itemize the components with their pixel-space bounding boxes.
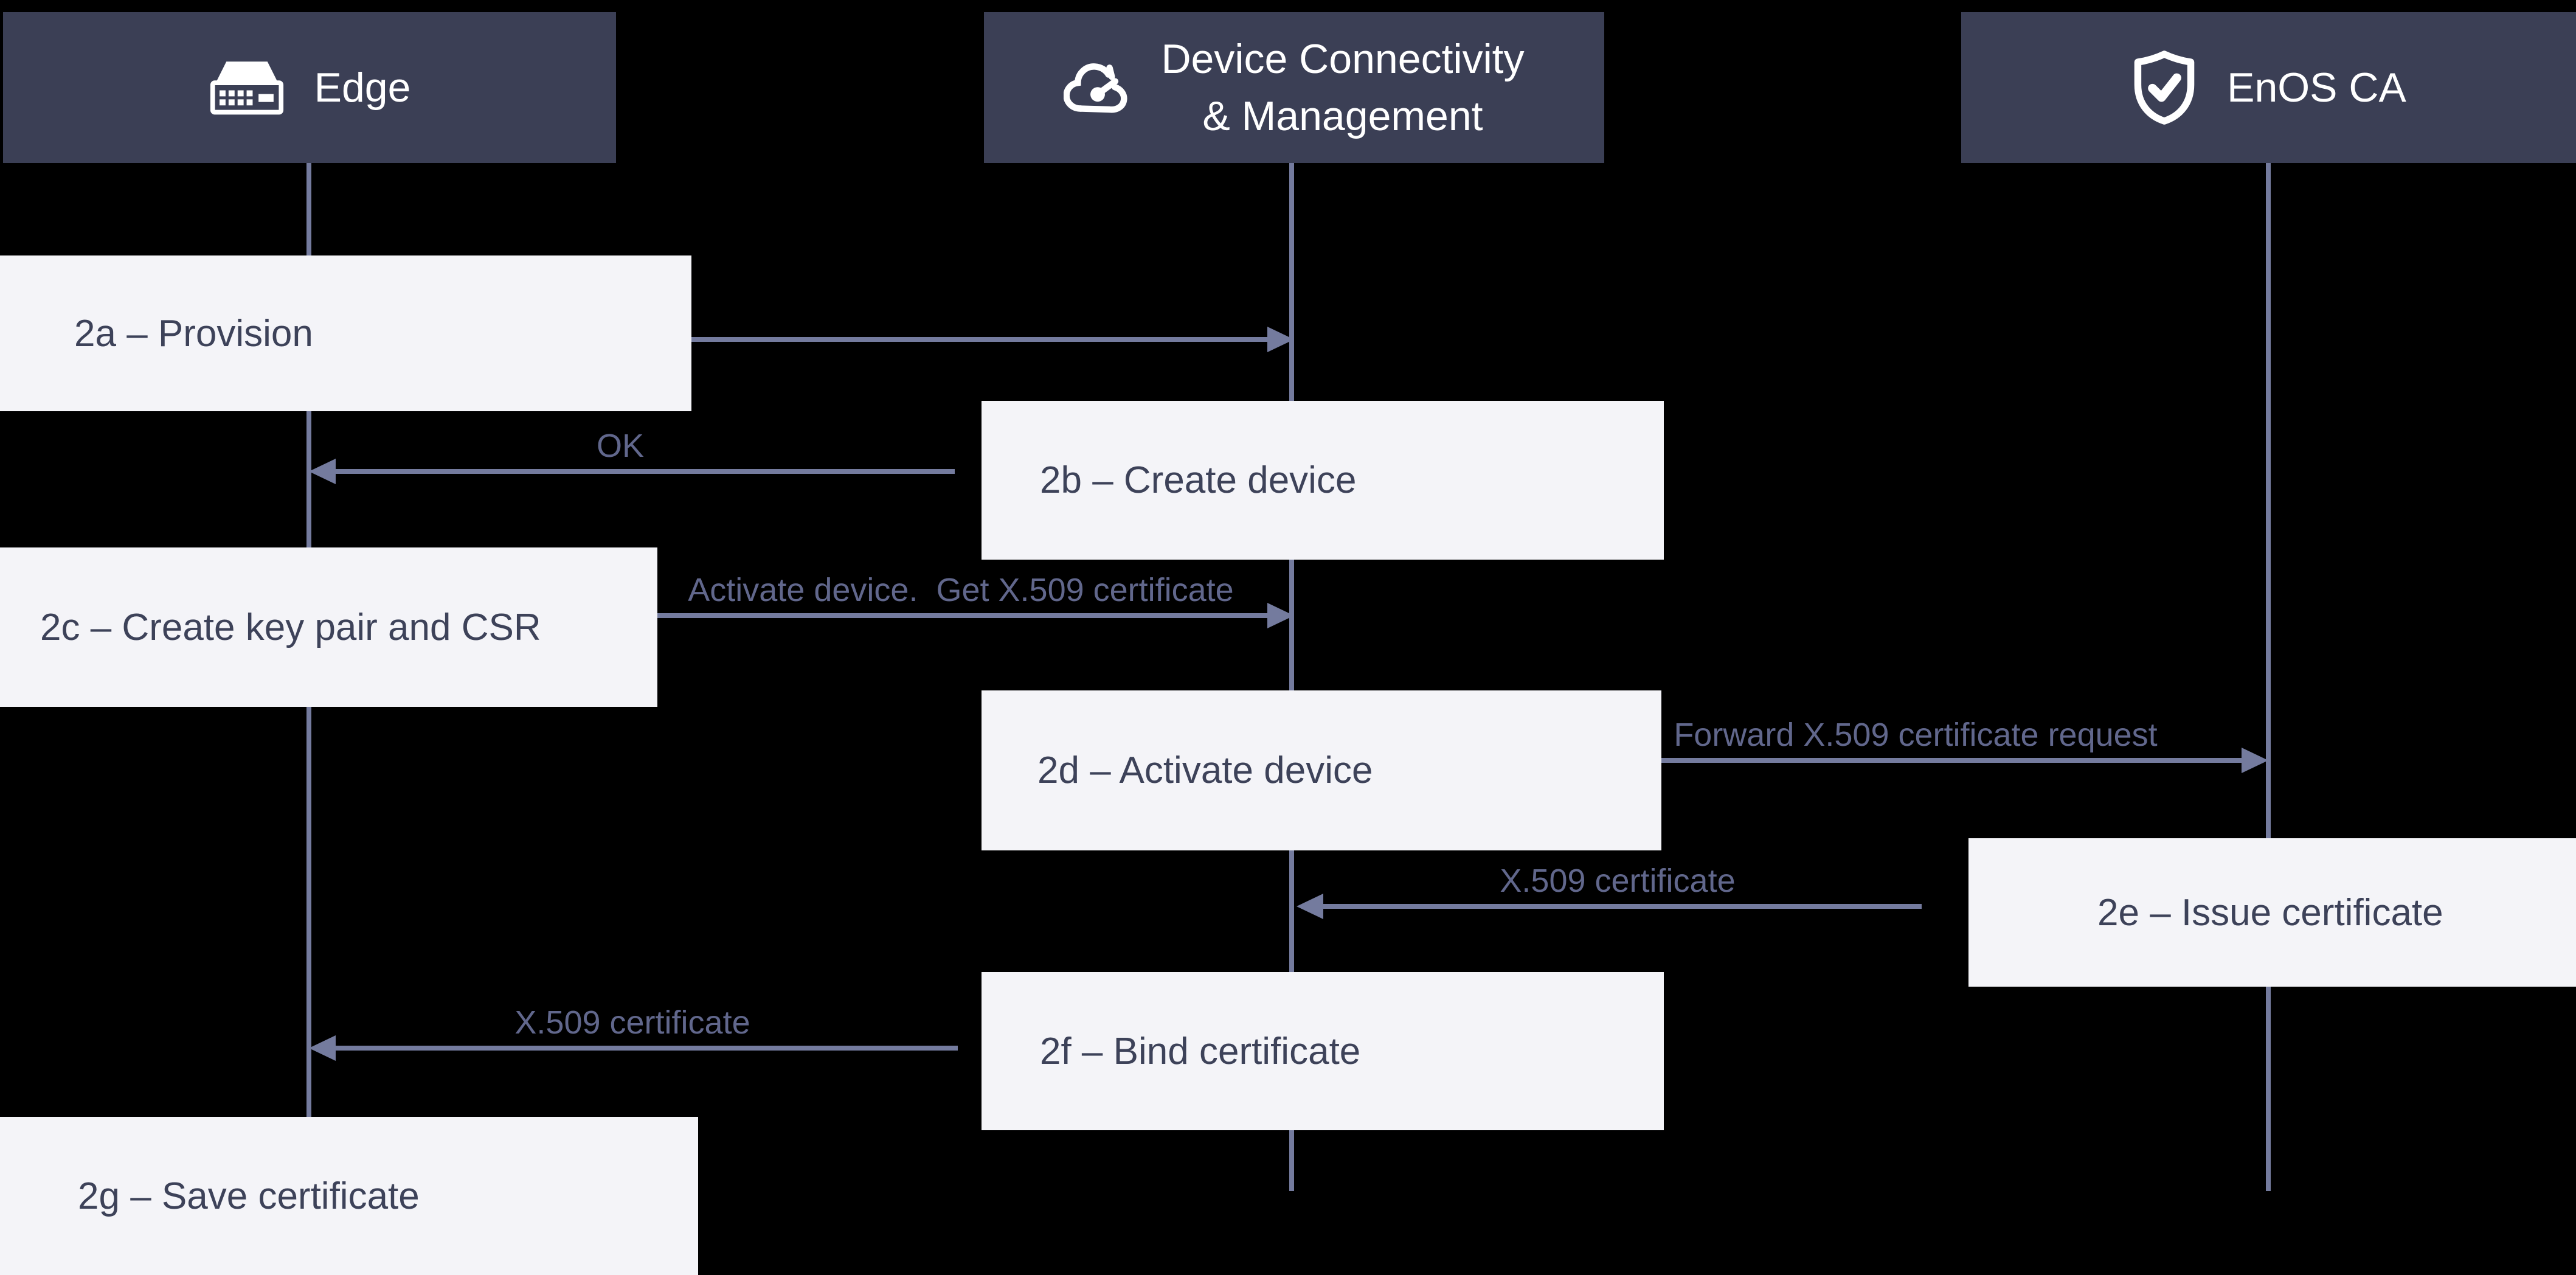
message-label-x509-to-dcm: X.509 certificate	[1500, 863, 1736, 899]
message-arrow-x509-to-edge	[309, 1035, 958, 1061]
message-arrow-ok	[309, 459, 955, 484]
actor-header-enos-ca: EnOS CA	[1961, 12, 2576, 163]
message-label-forward-request: Forward X.509 certificate request	[1674, 717, 2158, 753]
step-box-2e-issue-certificate: 2e – Issue certificate	[1968, 838, 2576, 987]
arrow-head-icon	[309, 459, 336, 484]
message-arrow-x509-to-dcm	[1297, 894, 1922, 919]
arrow-shaft	[1636, 758, 2250, 763]
actor-header-edge: Edge	[3, 12, 616, 163]
lifeline-device-connectivity	[1289, 163, 1294, 1191]
step-box-2g-save-certificate: 2g – Save certificate	[0, 1117, 698, 1275]
shield-check-icon	[2131, 50, 2198, 125]
arrow-shaft	[327, 1046, 958, 1051]
step-box-2a-provision: 2a – Provision	[0, 255, 691, 411]
arrow-head-icon	[2242, 748, 2268, 773]
edge-device-icon	[209, 60, 285, 115]
actor-label-device-connectivity: Device Connectivity & Management	[1161, 30, 1524, 145]
message-label-ok: OK	[596, 428, 645, 464]
cloud-gauge-icon	[1064, 59, 1132, 116]
step-box-2b-create-device: 2b – Create device	[982, 401, 1664, 560]
arrow-head-icon	[309, 1035, 336, 1061]
actor-label-line2: & Management	[1202, 93, 1483, 139]
step-box-2d-activate-device: 2d – Activate device	[982, 690, 1661, 850]
message-label-x509-to-edge: X.509 certificate	[514, 1004, 750, 1041]
arrow-shaft	[648, 337, 1276, 342]
lifeline-enos-ca	[2266, 163, 2271, 1191]
actor-header-device-connectivity: Device Connectivity & Management	[984, 12, 1604, 163]
arrow-head-icon	[1297, 894, 1323, 919]
step-box-2c-create-key-pair: 2c – Create key pair and CSR	[0, 547, 657, 707]
message-arrow-forward-request	[1636, 748, 2268, 773]
step-box-2f-bind-certificate: 2f – Bind certificate	[982, 972, 1664, 1130]
arrow-shaft	[629, 613, 1276, 618]
message-arrow-activate-device	[629, 603, 1294, 628]
actor-label-edge: Edge	[314, 64, 411, 111]
arrow-head-icon	[1267, 327, 1294, 352]
arrow-head-icon	[1267, 603, 1294, 628]
message-arrow-provision	[648, 327, 1294, 352]
actor-label-line1: Device Connectivity	[1161, 36, 1525, 82]
arrow-shaft	[327, 469, 955, 474]
actor-label-enos-ca: EnOS CA	[2227, 64, 2406, 111]
arrow-shaft	[1315, 904, 1922, 909]
message-label-activate-device: Activate device. Get X.509 certificate	[688, 572, 1234, 608]
